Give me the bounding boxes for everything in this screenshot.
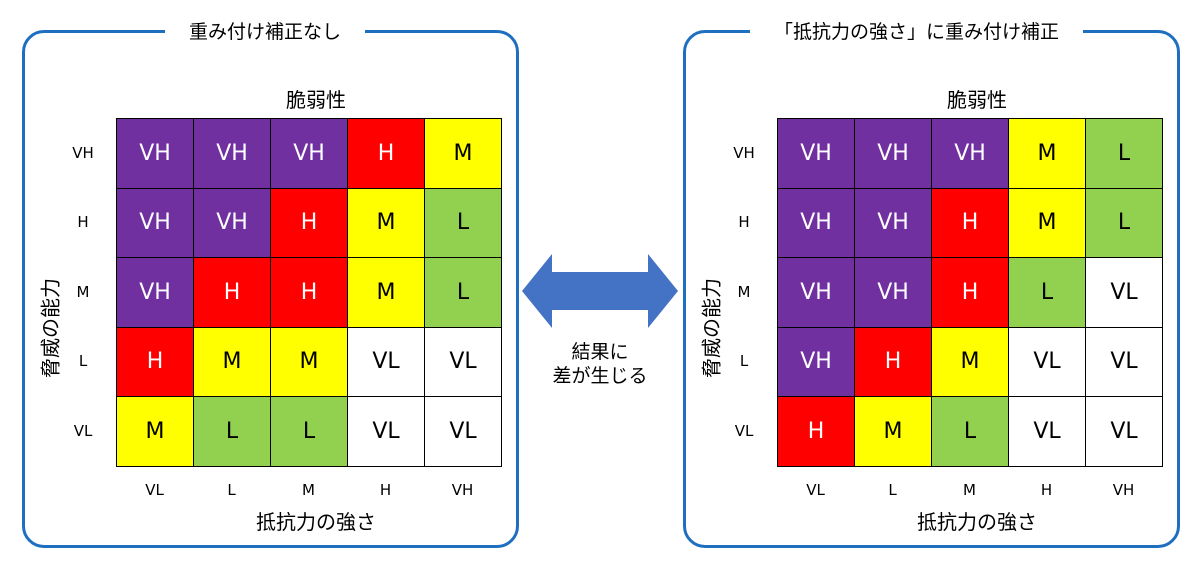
matrix-cell: L <box>1009 258 1086 328</box>
matrix-cell: L <box>425 188 502 258</box>
matrix-cell: L <box>271 397 348 467</box>
difference-caption-line2: 差が生じる <box>552 365 648 387</box>
row-label: L <box>739 352 749 371</box>
matrix-cell: VH <box>194 119 271 189</box>
matrix-cell: H <box>932 258 1009 328</box>
matrix-cell: M <box>1009 188 1086 258</box>
matrix-cell: VH <box>855 258 932 328</box>
matrix-cell: L <box>932 397 1009 467</box>
matrix-cell: M <box>425 119 502 189</box>
matrix-cell: H <box>348 119 425 189</box>
matrix-cell: VL <box>1086 258 1163 328</box>
matrix-cell: VL <box>348 397 425 467</box>
matrix-cell: VH <box>855 119 932 189</box>
difference-caption: 結果に 差が生じる <box>552 340 647 388</box>
matrix-cell: L <box>1086 188 1163 258</box>
column-label: VH <box>1112 481 1135 499</box>
matrix-cell: M <box>348 188 425 258</box>
right-vulnerability-title: 脆弱性 <box>947 88 1007 112</box>
left-vulnerability-title: 脆弱性 <box>286 88 346 112</box>
matrix-cell: VL <box>1086 397 1163 467</box>
row-label: VL <box>734 421 754 440</box>
row-label: H <box>77 213 89 232</box>
matrix-cell: H <box>117 327 194 397</box>
matrix-cell: VL <box>348 327 425 397</box>
left-threat-capability-title: 脅威の能力 <box>38 278 63 378</box>
right-column-labels: VL L M H VH <box>777 481 1162 499</box>
matrix-cell: M <box>348 258 425 328</box>
matrix-cell: VH <box>778 119 855 189</box>
matrix-cell: M <box>271 327 348 397</box>
matrix-cell: H <box>271 188 348 258</box>
double-arrow-icon <box>522 254 678 328</box>
left-column-labels: VL L M H VH <box>116 481 501 499</box>
column-label: VH <box>451 481 474 499</box>
matrix-cell: VL <box>425 327 502 397</box>
matrix-cell: VH <box>932 119 1009 189</box>
left-resistance-strength-title: 抵抗力の強さ <box>256 510 376 534</box>
right-row-labels: VH H M L VL <box>724 118 764 466</box>
matrix-cell: H <box>194 258 271 328</box>
matrix-cell: H <box>778 397 855 467</box>
row-label: VH <box>72 143 94 162</box>
column-label: VL <box>806 481 825 499</box>
matrix-cell: H <box>932 188 1009 258</box>
matrix-cell: VL <box>425 397 502 467</box>
matrix-cell: L <box>425 258 502 328</box>
right-resistance-strength-title: 抵抗力の強さ <box>917 510 1037 534</box>
row-label: VL <box>73 421 93 440</box>
matrix-cell: VL <box>1009 327 1086 397</box>
row-label: M <box>737 282 751 301</box>
column-label: M <box>963 481 976 499</box>
matrix-cell: M <box>194 327 271 397</box>
row-label: H <box>738 213 750 232</box>
matrix-cell: VH <box>271 119 348 189</box>
matrix-cell: H <box>271 258 348 328</box>
matrix-cell: VH <box>855 188 932 258</box>
right-threat-capability-title: 脅威の能力 <box>699 278 724 378</box>
matrix-cell: VH <box>778 188 855 258</box>
column-label: H <box>1040 481 1053 499</box>
right-panel-title: 「抵抗力の強さ」に重み付け補正 <box>750 17 1084 47</box>
matrix-cell: M <box>1009 119 1086 189</box>
column-label: M <box>302 481 315 499</box>
difference-caption-line1: 結果に <box>571 341 629 363</box>
matrix-cell: L <box>1086 119 1163 189</box>
column-label: VL <box>145 481 164 499</box>
matrix-cell: H <box>855 327 932 397</box>
left-row-labels: VH H M L VL <box>63 118 103 466</box>
matrix-cell: VH <box>117 119 194 189</box>
column-label: L <box>227 481 236 499</box>
matrix-cell: VH <box>117 258 194 328</box>
matrix-cell: M <box>855 397 932 467</box>
matrix-cell: M <box>932 327 1009 397</box>
matrix-cell: VH <box>778 327 855 397</box>
column-label: H <box>379 481 392 499</box>
matrix-cell: VL <box>1009 397 1086 467</box>
column-label: L <box>888 481 897 499</box>
matrix-cell: VH <box>778 258 855 328</box>
left-panel-title: 重み付け補正なし <box>165 17 366 47</box>
matrix-cell: VH <box>194 188 271 258</box>
matrix-cell: L <box>194 397 271 467</box>
matrix-cell: VH <box>117 188 194 258</box>
matrix-cell: M <box>117 397 194 467</box>
row-label: L <box>78 352 88 371</box>
row-label: VH <box>733 143 755 162</box>
row-label: M <box>76 282 90 301</box>
matrix-cell: VL <box>1086 327 1163 397</box>
